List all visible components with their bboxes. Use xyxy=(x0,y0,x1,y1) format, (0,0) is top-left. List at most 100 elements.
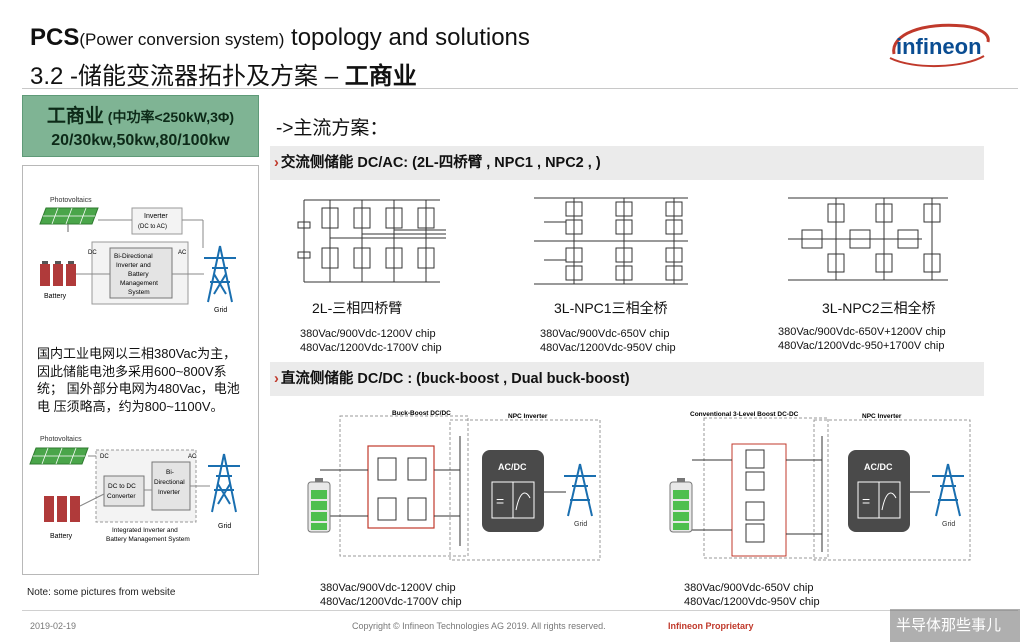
battery-label-2: Battery xyxy=(50,533,73,540)
footer-divider xyxy=(22,610,1018,611)
grid-label: Grid xyxy=(214,307,227,314)
header-divider xyxy=(22,88,1018,89)
switch-highlight xyxy=(731,443,787,557)
circuit-label-npc1: 3L-NPC1三相全桥 xyxy=(554,300,668,316)
circuit-spec-npc1: 380Vac/900Vdc-650V chip 480Vac/1200Vdc-9… xyxy=(540,328,676,355)
svg-text:=: = xyxy=(862,493,870,509)
spec-line: 380Vac/900Vdc-1200V chip xyxy=(300,328,436,340)
main-heading: ->主流方案： xyxy=(276,118,389,139)
npc-title-2: NPC Inverter xyxy=(862,413,902,420)
segment-line2: 20/30kw,50kw,80/100kw xyxy=(51,132,230,149)
segment-box: 工商业 (中功率<250kW,3Φ) 20/30kw,50kw,80/100kw xyxy=(22,95,259,157)
band-ac-text: 交流侧储能 DC/AC: (2L-四桥臂 , NPC1 , NPC2 , ) xyxy=(280,155,601,171)
dualbb-title: Conventional 3-Level Boost DC-DC xyxy=(690,411,799,418)
solar-panel-icon xyxy=(29,447,89,465)
slide-subtitle: 3.2 -储能变流器拓扑及方案 – 工商业 xyxy=(30,56,417,91)
bidir-l1: Bi-Directional xyxy=(114,253,153,260)
switch-highlight xyxy=(367,445,435,529)
acdc-label-2: AC/DC xyxy=(864,462,893,472)
grid-tower-icon xyxy=(204,245,236,303)
spec-line: 380Vac/900Vdc-650V chip xyxy=(684,582,814,594)
segment-bold: 工商业 xyxy=(46,106,104,127)
segment-small: (中功率<250kW,3Φ) xyxy=(103,109,235,125)
infineon-logo: infineon xyxy=(889,23,990,68)
dcdc-l2: Converter xyxy=(107,493,136,500)
band-dc-text: 直流侧储能 DC/DC : (buck-boost , Dual buck-bo… xyxy=(280,371,630,387)
spec-line: 380Vac/900Vdc-1200V chip xyxy=(320,582,456,594)
battery-icon xyxy=(44,496,80,522)
circuit-spec-npc2: 380Vac/900Vdc-650V+1200V chip 480Vac/120… xyxy=(778,326,946,353)
circuit-spec-buckboost: 380Vac/900Vdc-1200V chip 480Vac/1200Vdc-… xyxy=(320,582,462,609)
buckboost-title: Buck-Boost DC/DC xyxy=(392,410,451,417)
spec-line: 480Vac/1200Vdc-950V chip xyxy=(540,341,676,354)
battery-green-icon xyxy=(307,478,331,533)
watermark: 半导体那些事儿 xyxy=(890,609,1020,642)
bottom-system-diagram: Photovoltaics DC AC DC to DC Converter B… xyxy=(29,436,240,543)
dcdc-l1: DC to DC xyxy=(108,483,136,490)
grid-tower-icon xyxy=(564,463,596,517)
circuit-2l-four-leg xyxy=(297,199,446,283)
grid-label-2: Grid xyxy=(218,523,231,530)
solar-panel-icon xyxy=(39,207,99,232)
circuit-label-npc2: 3L-NPC2三相全桥 xyxy=(822,300,936,316)
grid-label-dc1: Grid xyxy=(574,521,587,528)
bidir-l5: System xyxy=(128,289,150,296)
bi-l1: Bi- xyxy=(166,469,174,476)
svg-text:=: = xyxy=(496,493,504,509)
circuit-buck-boost: Buck-Boost DC/DC NPC Inverter AC/DC = Gr… xyxy=(307,410,601,561)
battery-label: Battery xyxy=(44,293,67,300)
title-paren: (Power conversion system) xyxy=(79,30,285,49)
inverter-sub: (DC to AC) xyxy=(138,224,167,230)
grid-tower-icon xyxy=(932,463,964,517)
battery-icon xyxy=(40,261,76,286)
npc-title: NPC Inverter xyxy=(508,413,548,420)
circuit-3l-npc2 xyxy=(788,197,948,281)
bi-l2: Directional xyxy=(154,479,185,486)
pv-label: Photovoltaics xyxy=(50,197,92,204)
circuit-dual-buck-boost: Conventional 3-Level Boost DC-DC NPC Inv… xyxy=(669,411,971,561)
circuit-3l-npc1 xyxy=(534,197,688,285)
ac-label: AC xyxy=(178,250,187,256)
spec-line: 480Vac/1200Vdc-1700V chip xyxy=(320,595,462,608)
chevron-right-icon: › xyxy=(274,371,279,387)
spec-line: 480Vac/1200Vdc-1700V chip xyxy=(300,341,442,354)
footer-proprietary: Infineon Proprietary xyxy=(668,621,754,631)
ac-label-2: AC xyxy=(188,454,197,460)
title-pcs: PCS xyxy=(30,24,80,51)
bidir-l2: Inverter and xyxy=(116,262,151,269)
integrated-l2: Battery Management System xyxy=(106,536,190,543)
title-rest: topology and solutions xyxy=(284,24,530,51)
slide-title: PCS(Power conversion system) topology an… xyxy=(30,24,530,52)
bidir-l3: Battery xyxy=(128,271,149,278)
battery-green-icon xyxy=(669,478,693,533)
band-dc-storage: ›直流侧储能 DC/DC : (buck-boost , Dual buck-b… xyxy=(270,362,984,396)
inverter-label: Inverter xyxy=(144,213,168,220)
dc-label-2: DC xyxy=(100,454,109,460)
grid-label-dc2: Grid xyxy=(942,521,955,528)
top-system-diagram: Photovoltaics Inverter (DC to AC) DC AC … xyxy=(39,197,236,314)
spec-line: 380Vac/900Vdc-650V chip xyxy=(540,328,670,340)
pv-label-2: Photovoltaics xyxy=(40,436,82,443)
circuit-spec-dualbb: 380Vac/900Vdc-650V chip 480Vac/1200Vdc-9… xyxy=(684,582,820,609)
bi-l3: Inverter xyxy=(158,489,181,496)
spec-line: 480Vac/1200Vdc-950V chip xyxy=(684,595,820,608)
inverter-box xyxy=(131,207,183,235)
band-ac-storage: ›交流侧储能 DC/AC: (2L-四桥臂 , NPC1 , NPC2 , ) xyxy=(270,146,984,180)
subtitle-bold: 工商业 xyxy=(344,63,417,90)
spec-line: 480Vac/1200Vdc-950+1700V chip xyxy=(778,339,945,352)
subtitle-prefix: 3.2 -储能变流器拓扑及方案 – xyxy=(30,63,345,90)
integrated-l1: Integrated Inverter and xyxy=(112,527,178,534)
grid-tower-icon xyxy=(208,453,240,513)
footer-date: 2019-02-19 xyxy=(30,621,77,631)
footnote: Note: some pictures from website xyxy=(27,587,176,598)
footer-copyright: Copyright © Infineon Technologies AG 201… xyxy=(352,621,606,631)
acdc-label: AC/DC xyxy=(498,462,527,472)
logo-text: infineon xyxy=(896,34,982,59)
circuit-label-2l: 2L-三相四桥臂 xyxy=(312,300,403,316)
segment-line1: 工商业 (中功率<250kW,3Φ) xyxy=(23,101,258,128)
circuit-spec-2l: 380Vac/900Vdc-1200V chip 480Vac/1200Vdc-… xyxy=(300,328,442,355)
dc-label: DC xyxy=(88,250,97,256)
bidir-l4: Management xyxy=(120,280,158,287)
left-paragraph: 国内工业电网以三相380Vac为主，因此储能电池多采用600~800V系统； 国… xyxy=(37,346,240,414)
spec-line: 380Vac/900Vdc-650V+1200V chip xyxy=(778,326,946,338)
